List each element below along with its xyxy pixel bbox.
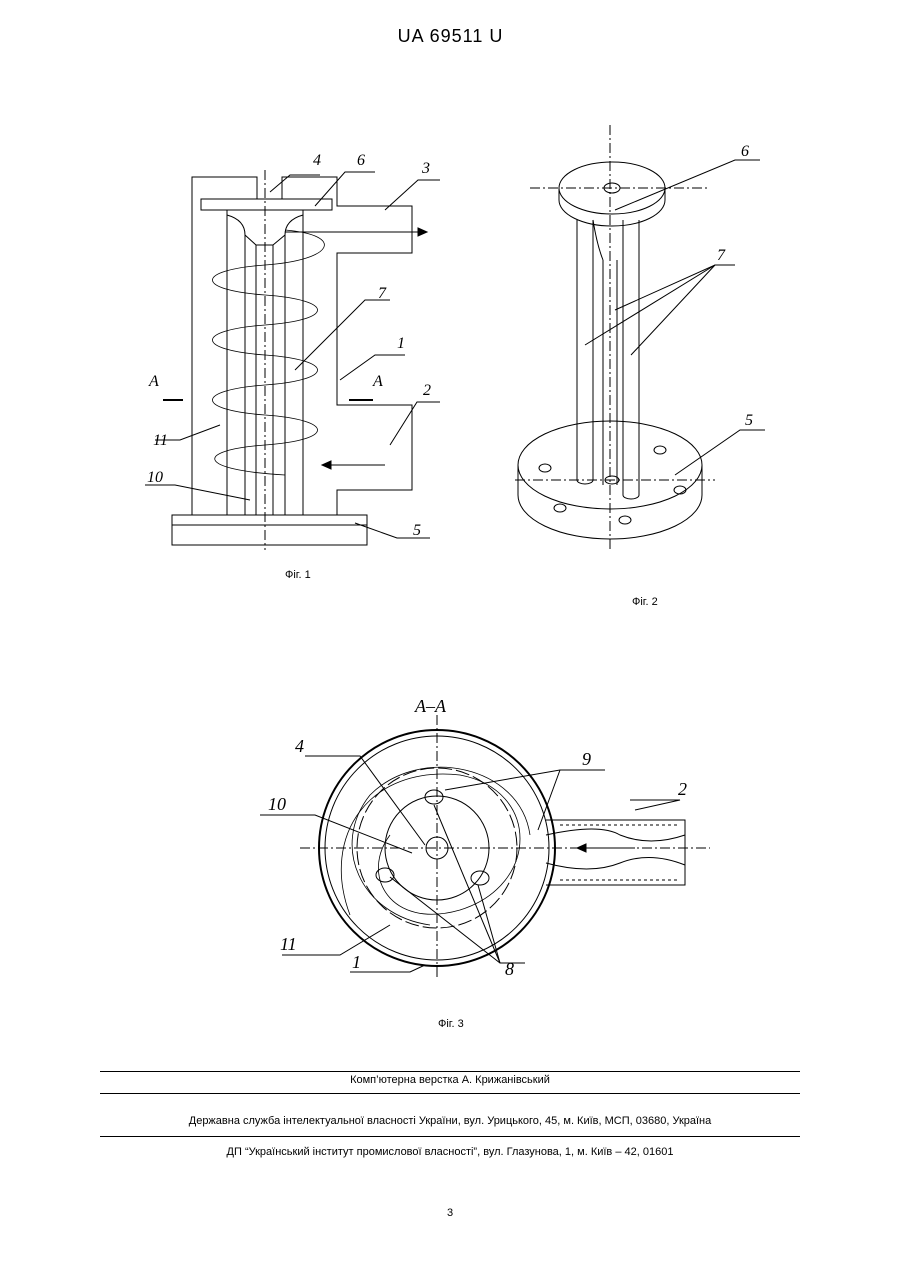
footer-rule-middle [100, 1093, 800, 1094]
document-id: UA 69511 U [0, 26, 901, 47]
fig1-label-10: 10 [147, 469, 163, 486]
fig1-label-11: 11 [153, 432, 168, 449]
fig1-label-6: 6 [357, 152, 365, 169]
fig1-label-4: 4 [313, 152, 321, 169]
fig3-label-1: 1 [352, 952, 361, 972]
figure-3-caption: Фіг. 3 [438, 1018, 464, 1030]
ip-service-address: Державна служба інтелектуальної власност… [100, 1115, 800, 1127]
fig1-label-1: 1 [397, 335, 405, 352]
fig3-label-4: 4 [295, 736, 304, 756]
footer-rule-top [100, 1071, 800, 1072]
fig3-label-9: 9 [582, 749, 591, 769]
fig1-label-2: 2 [423, 382, 431, 399]
fig1-label-7: 7 [378, 285, 387, 302]
footer-rule-bottom [100, 1136, 800, 1137]
figure-2-drawing: 6 7 5 [505, 120, 785, 560]
section-mark-a-right: A [372, 373, 383, 390]
figure-2-caption: Фіг. 2 [632, 596, 658, 608]
section-mark-a-left: A [148, 373, 159, 390]
fig1-label-5: 5 [413, 522, 421, 539]
fig2-label-5: 5 [745, 412, 753, 429]
institute-address: ДП “Український інститут промислової вла… [100, 1146, 800, 1158]
fig2-label-6: 6 [741, 143, 749, 160]
fig3-label-11: 11 [280, 934, 297, 954]
figure-3-drawing: A–A 4 9 10 2 11 1 8 [240, 685, 720, 995]
fig3-label-8: 8 [505, 959, 514, 979]
figure-1-caption: Фіг. 1 [285, 569, 311, 581]
fig2-label-7: 7 [717, 247, 726, 264]
fig3-label-2: 2 [678, 779, 687, 799]
fig1-label-3: 3 [421, 160, 430, 177]
typesetting-credit: Комп’ютерна верстка А. Крижанівський [100, 1074, 800, 1086]
section-title-a-a: A–A [414, 696, 447, 716]
page-number: 3 [100, 1207, 800, 1219]
figure-1-drawing: 4 6 3 7 1 2 11 10 5 A A [135, 140, 455, 560]
fig3-label-10: 10 [268, 794, 286, 814]
